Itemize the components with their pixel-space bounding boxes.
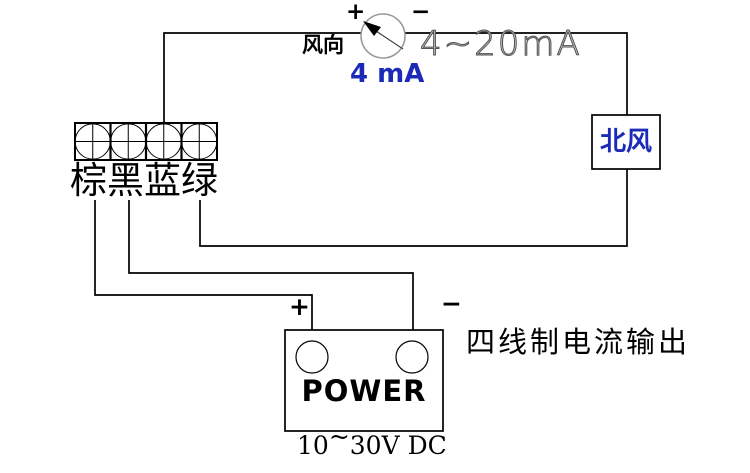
wire-direction-box-to-green	[199, 169, 628, 247]
current-range-label: 4~20mA	[419, 24, 582, 64]
voltage-range-label: 10~30V DC	[297, 424, 447, 460]
wire-black-to-power-minus	[128, 200, 414, 330]
direction-box	[591, 114, 661, 170]
current-meter	[360, 13, 406, 59]
power-terminal-minus-circle	[395, 340, 429, 374]
current-value-label: 4 mA	[350, 59, 425, 89]
wind-direction-label: 风向	[302, 33, 344, 57]
wire-blue-to-meter	[163, 32, 361, 123]
power-label: POWER	[301, 374, 427, 408]
meter-minus-sign: −	[411, 0, 431, 25]
wiring-lines	[94, 32, 628, 330]
terminal-wire-color-labels: 棕黑蓝绿	[70, 159, 218, 202]
power-minus-sign: −	[441, 289, 462, 318]
terminal-screw-4	[181, 123, 218, 160]
meter-needle-tail	[375, 30, 404, 50]
wire-meter-to-direction-box	[405, 32, 628, 115]
four-wire-output-caption: 四线制电流输出	[466, 325, 691, 359]
meter-plus-sign: +	[346, 0, 366, 25]
voltage-tilde: ~	[328, 421, 350, 451]
power-plus-sign: +	[289, 292, 310, 321]
voltage-suffix: 30V DC	[349, 431, 447, 460]
power-box	[284, 329, 444, 432]
terminal-block	[74, 122, 218, 161]
voltage-prefix: 10	[297, 431, 329, 460]
wire-brown-to-power-plus	[94, 200, 313, 330]
direction-box-label: 北风	[599, 127, 652, 157]
power-terminal-plus-circle	[295, 340, 329, 374]
meter-needle-arrow	[363, 21, 381, 36]
